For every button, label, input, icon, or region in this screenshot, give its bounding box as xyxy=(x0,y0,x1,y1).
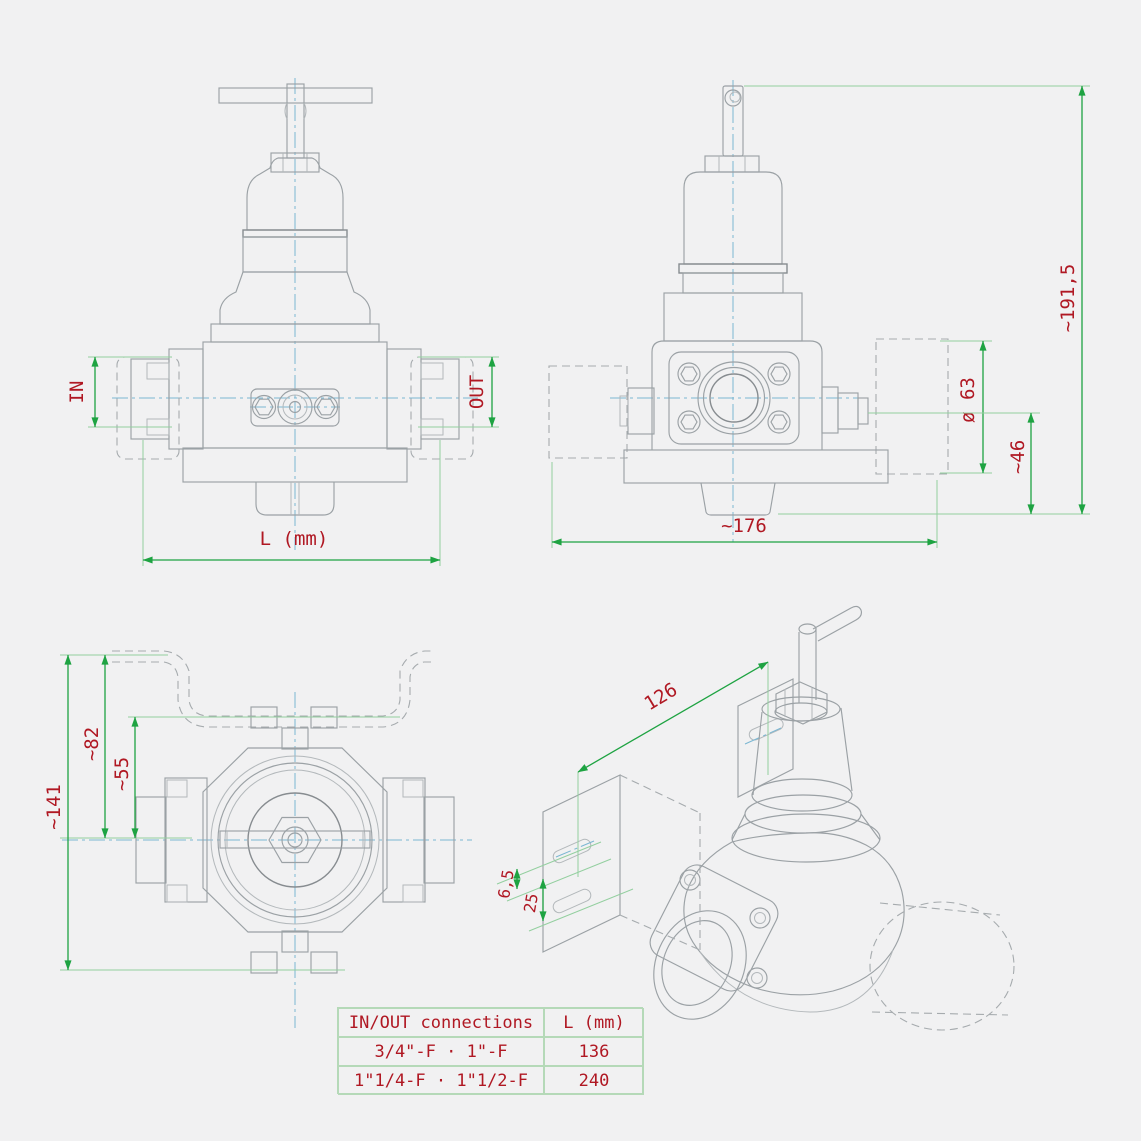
dim-side-height: ~191,5 xyxy=(744,85,1090,515)
table-header-length: L (mm) xyxy=(544,1008,644,1037)
dim-label-diameter: ø 63 xyxy=(957,377,979,423)
connection-table: IN/OUT connections L (mm) 3/4"-F · 1"-F … xyxy=(337,1007,644,1095)
dim-label-slot-width: 6,5 xyxy=(494,868,518,900)
table-cell-connections-row2: 1"1/4-F · 1"1/2-F xyxy=(338,1066,544,1095)
dim-label-bracket-depth: ~82 xyxy=(81,727,103,761)
dim-front-in: IN xyxy=(66,356,172,428)
table-header-connections: IN/OUT connections xyxy=(338,1008,544,1037)
dim-top-depth: ~141 xyxy=(43,654,400,971)
dim-label-total-width: ~176 xyxy=(721,515,767,537)
side-view: ~191,5 ø 63 ~46 ~176 xyxy=(548,80,1090,548)
isometric-view: 126 6,5 25 xyxy=(494,605,1015,1031)
dim-side-diameter: ø 63 xyxy=(940,340,992,474)
dim-label-out: OUT xyxy=(466,375,488,409)
dim-label-length: L (mm) xyxy=(260,528,329,550)
dim-front-out: OUT xyxy=(418,356,499,428)
dim-label-in: IN xyxy=(66,381,88,404)
dim-iso-slot-width: 6,5 xyxy=(494,841,634,932)
dim-label-total-height: ~191,5 xyxy=(1057,264,1079,333)
dim-iso-hole-spacing: 126 xyxy=(577,661,769,877)
dim-label-total-depth: ~141 xyxy=(43,784,65,830)
table-cell-length-row1: 136 xyxy=(544,1037,644,1066)
front-view: IN OUT L (mm) xyxy=(66,78,499,566)
dim-label-outlet-height: ~46 xyxy=(1007,440,1029,474)
dim-label-hole-spacing: 126 xyxy=(641,679,682,716)
top-view: ~141 ~82 ~55 xyxy=(43,650,472,1028)
dim-top-body-depth: ~55 xyxy=(111,716,139,839)
dim-iso-slot-pitch: 25 xyxy=(520,878,547,922)
dim-side-width: ~176 xyxy=(551,462,938,548)
table-cell-length-row2: 240 xyxy=(544,1066,644,1095)
table-cell-connections-row1: 3/4"-F · 1"-F xyxy=(338,1037,544,1066)
dim-side-outlet-height: ~46 xyxy=(868,412,1040,515)
dim-front-length: L (mm) xyxy=(142,440,441,566)
dim-top-bracket-depth: ~82 xyxy=(81,654,109,839)
dim-label-body-depth: ~55 xyxy=(111,757,133,791)
dim-label-slot-pitch: 25 xyxy=(520,892,542,914)
